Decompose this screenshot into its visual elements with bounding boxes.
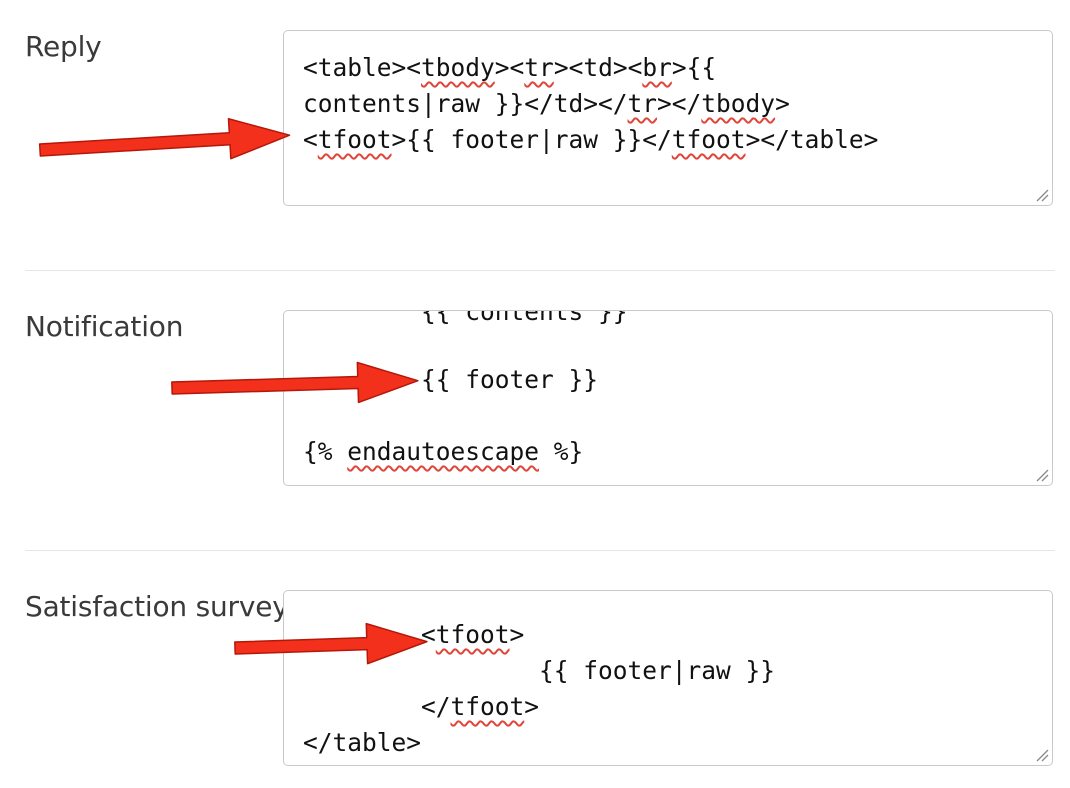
reply-textarea[interactable]: <table><tbody><tr><td><br>{{ contents|ra… — [283, 30, 1053, 206]
misspelled-word: br — [642, 53, 672, 82]
misspelled-word: tbody — [701, 89, 776, 118]
code-line: {{ contents }} — [303, 310, 628, 326]
misspelled-word: tr — [627, 89, 658, 118]
misspelled-word: tfoot — [671, 125, 746, 154]
misspelled-word: tbody — [421, 53, 495, 82]
section-divider — [25, 550, 1055, 551]
notification-textarea[interactable]: {{ contents }} {{ footer }} {% endautoes… — [283, 310, 1053, 486]
code-line: {{ footer }} — [303, 365, 599, 394]
code-line: {% endautoescape %} — [303, 437, 584, 466]
resize-handle-icon[interactable] — [1035, 188, 1049, 202]
code-line: {{ footer|raw }} — [303, 656, 776, 685]
misspelled-word: tfoot — [450, 692, 525, 721]
misspelled-word: tr — [524, 53, 554, 82]
resize-handle-icon[interactable] — [1035, 468, 1049, 482]
notification-label: Notification — [25, 310, 184, 343]
survey-label: Satisfaction survey — [25, 590, 289, 623]
misspelled-word: endautoescape — [347, 437, 540, 466]
survey-textarea[interactable]: <tfoot> {{ footer|raw }} </tfoot> </tabl… — [283, 590, 1053, 766]
misspelled-word: tfoot — [317, 125, 392, 154]
reply-label: Reply — [25, 30, 102, 63]
code-line: contents|raw }}</td></tr></tbody> — [303, 89, 790, 118]
code-line: <table><tbody><tr><td><br>{{ — [303, 53, 717, 82]
section-divider — [25, 270, 1055, 271]
code-line: </table> — [303, 728, 422, 757]
misspelled-word: tfoot — [435, 620, 510, 649]
code-line: </tfoot> — [303, 692, 540, 721]
resize-handle-icon[interactable] — [1035, 748, 1049, 762]
code-line: <tfoot>{{ footer|raw }}</tfoot></table> — [303, 125, 879, 154]
